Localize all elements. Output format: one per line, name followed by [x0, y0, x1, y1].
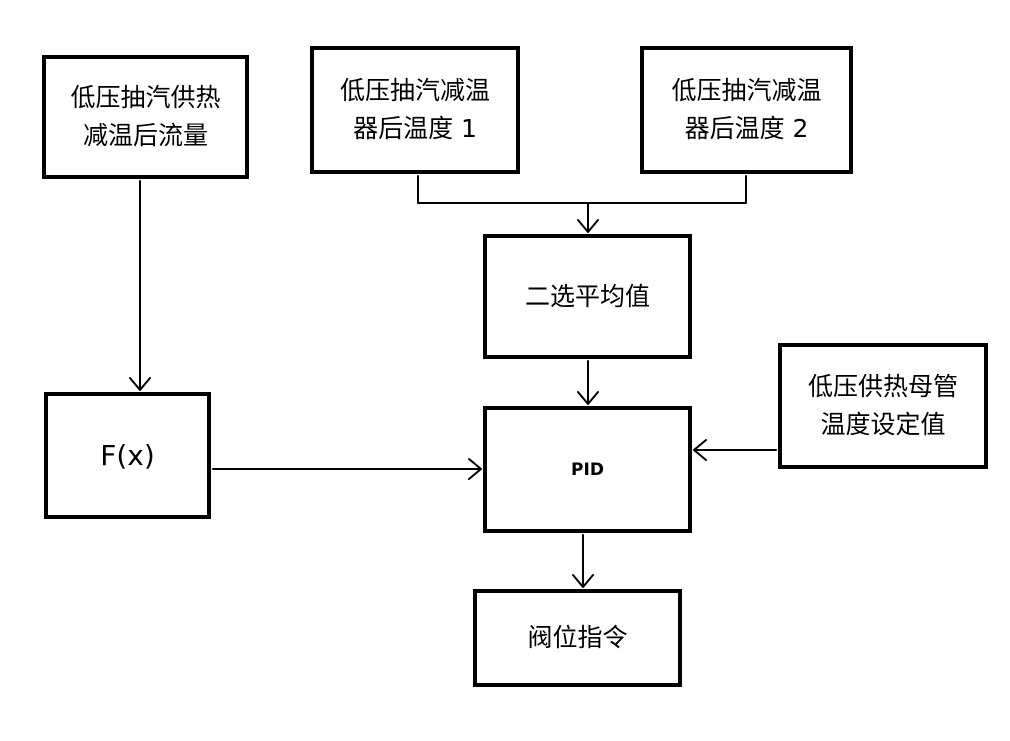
valve-command-box: 阀位指令	[473, 589, 682, 687]
flow-box: 低压抽汽供热 减温后流量	[42, 55, 249, 179]
setpoint-box: 低压供热母管 温度设定值	[778, 343, 988, 469]
temp1-label: 低压抽汽减温 器后温度 1	[339, 76, 490, 143]
function-label: F(x)	[100, 438, 155, 472]
arrow-fx-to-pid	[212, 458, 482, 480]
arrow-setpoint-to-pid	[693, 439, 777, 461]
temp1-box: 低压抽汽减温 器后温度 1	[310, 46, 520, 174]
average-selector-label: 二选平均值	[524, 281, 650, 311]
temp2-box: 低压抽汽减温 器后温度 2	[640, 46, 853, 174]
pid-box: PID	[483, 406, 692, 533]
temp2-label: 低压抽汽减温 器后温度 2	[671, 76, 822, 143]
setpoint-label: 低压供热母管 温度设定值	[807, 372, 958, 439]
average-selector-box: 二选平均值	[483, 234, 692, 359]
pid-label: PID	[571, 459, 604, 480]
function-box: F(x)	[44, 392, 211, 519]
arrow-pid-to-valve	[572, 534, 594, 588]
connector-temp1-temp2-merge	[417, 175, 747, 204]
arrow-flow-to-fx	[129, 180, 151, 391]
flow-label: 低压抽汽供热 减温后流量	[70, 83, 221, 150]
arrow-merge-to-avg	[577, 202, 599, 233]
arrow-avg-to-pid	[577, 360, 599, 405]
valve-command-label: 阀位指令	[527, 623, 628, 652]
